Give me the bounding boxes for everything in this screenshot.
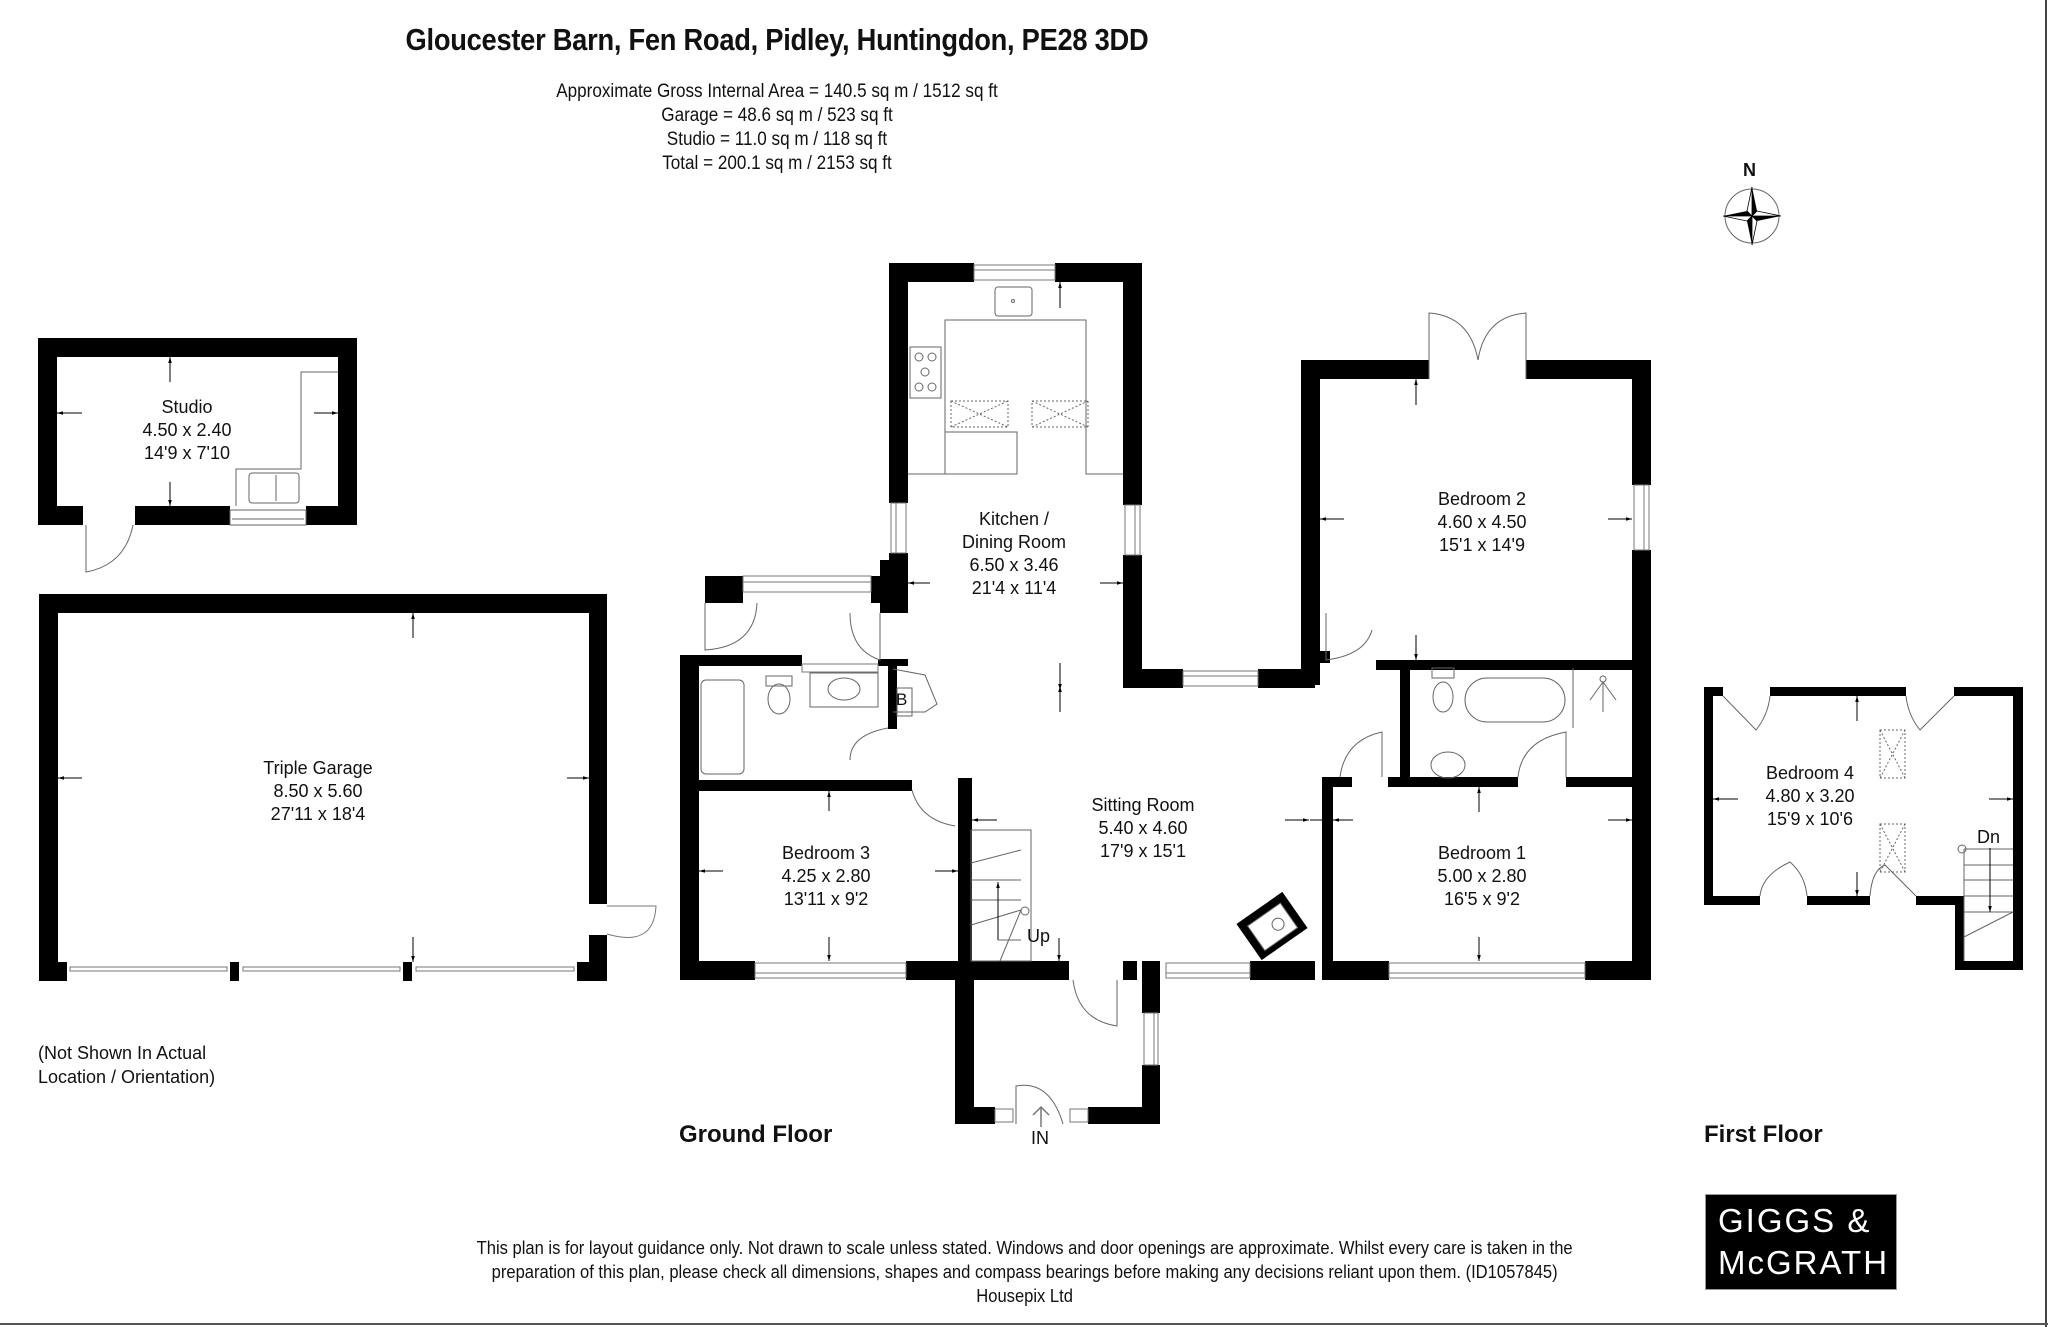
room-metric: 5.40 x 4.60 xyxy=(1098,818,1188,838)
garage-doors xyxy=(69,905,657,972)
room-metric: 4.50 x 2.40 xyxy=(142,420,232,440)
note-line: (Not Shown In Actual xyxy=(38,1043,207,1063)
frame-border-right xyxy=(2045,0,2047,1327)
room-imperial: 13'11 x 9'2 xyxy=(783,889,869,909)
room-metric: 4.80 x 3.20 xyxy=(1765,786,1855,806)
studio-walls xyxy=(38,338,357,525)
room-label-sitting-room: Sitting Room 5.40 x 4.60 17'9 x 15'1 xyxy=(1091,794,1194,863)
disclaimer-line: This plan is for layout guidance only. N… xyxy=(476,1238,1573,1258)
dimension-arrows xyxy=(57,282,1632,962)
first-floor-label: First Floor xyxy=(1704,1121,1823,1148)
room-label-bedroom-3: Bedroom 3 4.25 x 2.80 13'11 x 9'2 xyxy=(781,842,870,911)
entrance-arrow-icon xyxy=(1032,1105,1050,1127)
room-label-bedroom-4: Bedroom 4 4.80 x 3.20 15'9 x 10'6 xyxy=(1765,762,1854,831)
room-metric: 6.50 x 3.46 xyxy=(969,555,1059,575)
giggs-mcgrath-logo: GIGGS & McGRATH xyxy=(1705,1194,1897,1290)
room-metric: 8.50 x 5.60 xyxy=(273,781,363,801)
room-imperial: 15'1 x 14'9 xyxy=(1439,535,1525,555)
room-label-bedroom-1: Bedroom 1 5.00 x 2.80 16'5 x 9'2 xyxy=(1437,842,1526,911)
area-total: Total = 200.1 sq m / 2153 sq ft xyxy=(662,153,892,174)
room-name: Dining Room xyxy=(961,532,1067,552)
area-summary: Approximate Gross Internal Area = 140.5 … xyxy=(78,80,1477,176)
first-floor-walls xyxy=(1704,687,2023,970)
ground-floor-label: Ground Floor xyxy=(679,1121,833,1148)
room-name: Bedroom 2 xyxy=(1437,489,1527,509)
stairs-down-label: Dn xyxy=(1977,827,2001,847)
room-imperial: 17'9 x 15'1 xyxy=(1100,841,1186,861)
garage-walls xyxy=(39,594,607,981)
room-name: Bedroom 3 xyxy=(781,843,871,863)
boiler-label: B xyxy=(896,690,908,709)
disclaimer-line: preparation of this plan, please check a… xyxy=(491,1262,1558,1282)
room-imperial: 21'4 x 11'4 xyxy=(971,578,1057,598)
house-walls xyxy=(680,263,1651,1124)
room-name: Bedroom 4 xyxy=(1765,763,1855,783)
room-name: Studio xyxy=(161,397,213,417)
room-name: Sitting Room xyxy=(1091,795,1195,815)
garage-location-note: (Not Shown In Actual Location / Orientat… xyxy=(38,1041,215,1089)
compass-rose-icon xyxy=(1722,186,1782,246)
first-floor-fixtures xyxy=(1722,695,2014,961)
room-label-bedroom-2: Bedroom 2 4.60 x 4.50 15'1 x 14'9 xyxy=(1437,488,1526,557)
area-garage: Garage = 48.6 sq m / 523 sq ft xyxy=(661,105,893,126)
room-imperial: 16'5 x 9'2 xyxy=(1444,889,1520,909)
room-label-triple-garage: Triple Garage 8.50 x 5.60 27'11 x 18'4 xyxy=(263,757,372,826)
room-metric: 5.00 x 2.80 xyxy=(1437,866,1527,886)
area-studio: Studio = 11.0 sq m / 118 sq ft xyxy=(666,129,888,150)
first-floor-arrows xyxy=(1713,696,2013,912)
room-label-studio: Studio 4.50 x 2.40 14'9 x 7'10 xyxy=(142,396,231,465)
note-line: Location / Orientation) xyxy=(38,1067,216,1087)
fixtures xyxy=(700,286,1617,962)
logo-line: McGRATH xyxy=(1718,1244,1890,1281)
windows xyxy=(742,264,1650,1123)
room-metric: 4.60 x 4.50 xyxy=(1437,512,1527,532)
room-imperial: 15'9 x 10'6 xyxy=(1767,809,1853,829)
room-name: Kitchen / xyxy=(978,509,1050,529)
entrance-label: IN xyxy=(1031,1128,1049,1148)
studio-fixtures xyxy=(85,371,338,573)
room-imperial: 27'11 x 18'4 xyxy=(270,804,366,824)
stairs-up-label: Up xyxy=(1027,926,1051,946)
room-name: Bedroom 1 xyxy=(1437,843,1527,863)
room-imperial: 14'9 x 7'10 xyxy=(144,443,230,463)
frame-border-bottom xyxy=(0,1323,2048,1325)
room-metric: 4.25 x 2.80 xyxy=(781,866,871,886)
room-label-kitchen-dining: Kitchen / Dining Room 6.50 x 3.46 21'4 x… xyxy=(962,508,1066,600)
page-title: Gloucester Barn, Fen Road, Pidley, Hunti… xyxy=(405,22,1149,57)
logo-line: GIGGS & xyxy=(1718,1202,1872,1239)
disclaimer-credit: Housepix Ltd xyxy=(976,1286,1073,1306)
compass-north-label: N xyxy=(1743,160,1756,180)
room-name: Triple Garage xyxy=(263,758,373,778)
door-swings xyxy=(704,312,1567,1125)
disclaimer-footer: This plan is for layout guidance only. N… xyxy=(83,1236,1967,1308)
area-gross-internal: Approximate Gross Internal Area = 140.5 … xyxy=(556,81,998,102)
